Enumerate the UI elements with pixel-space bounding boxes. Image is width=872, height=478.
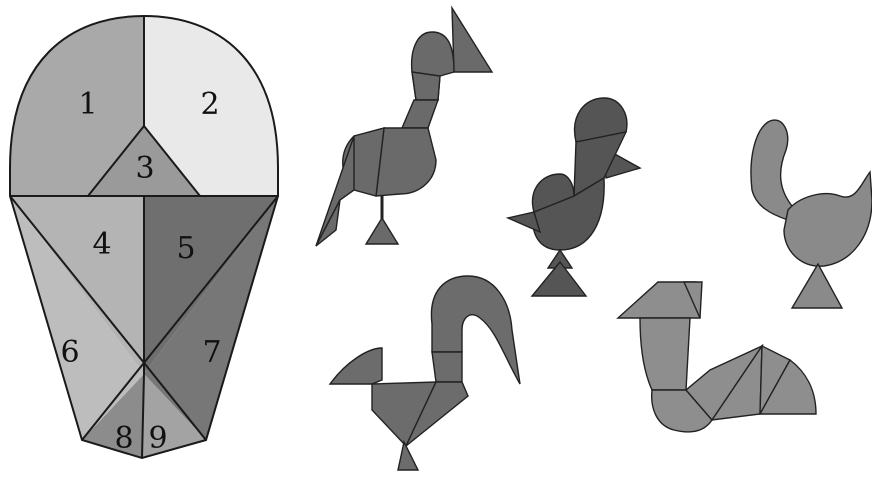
figure-peacock (618, 282, 816, 432)
heron-tail (330, 348, 382, 384)
rooster-tail (508, 212, 540, 232)
heron-neck-lower (432, 352, 462, 382)
label-piece-9: 9 (148, 421, 167, 456)
stork-neck-upper (412, 72, 440, 100)
label-piece-8: 8 (114, 421, 133, 456)
label-piece-7: 7 (202, 335, 221, 370)
swan-body (784, 172, 872, 266)
label-piece-1: 1 (78, 87, 97, 122)
stork-neck-mid (402, 100, 438, 128)
label-piece-2: 2 (200, 87, 219, 122)
stork-tail-tip (316, 200, 340, 246)
rooster-foot (532, 262, 586, 296)
label-piece-6: 6 (60, 335, 79, 370)
figure-stork (316, 8, 492, 246)
swan-head-neck (751, 120, 792, 220)
figure-rooster (508, 98, 640, 296)
stork-body (376, 128, 436, 196)
stork-beak (452, 8, 492, 72)
figure-swan (751, 120, 872, 308)
peacock-neck (640, 318, 690, 390)
label-piece-5: 5 (176, 231, 195, 266)
heron-leg (398, 442, 418, 470)
stork-foot (366, 218, 398, 244)
swan-foot (792, 264, 842, 308)
label-piece-3: 3 (135, 151, 154, 186)
label-piece-4: 4 (92, 227, 111, 262)
figure-heron (330, 276, 520, 470)
